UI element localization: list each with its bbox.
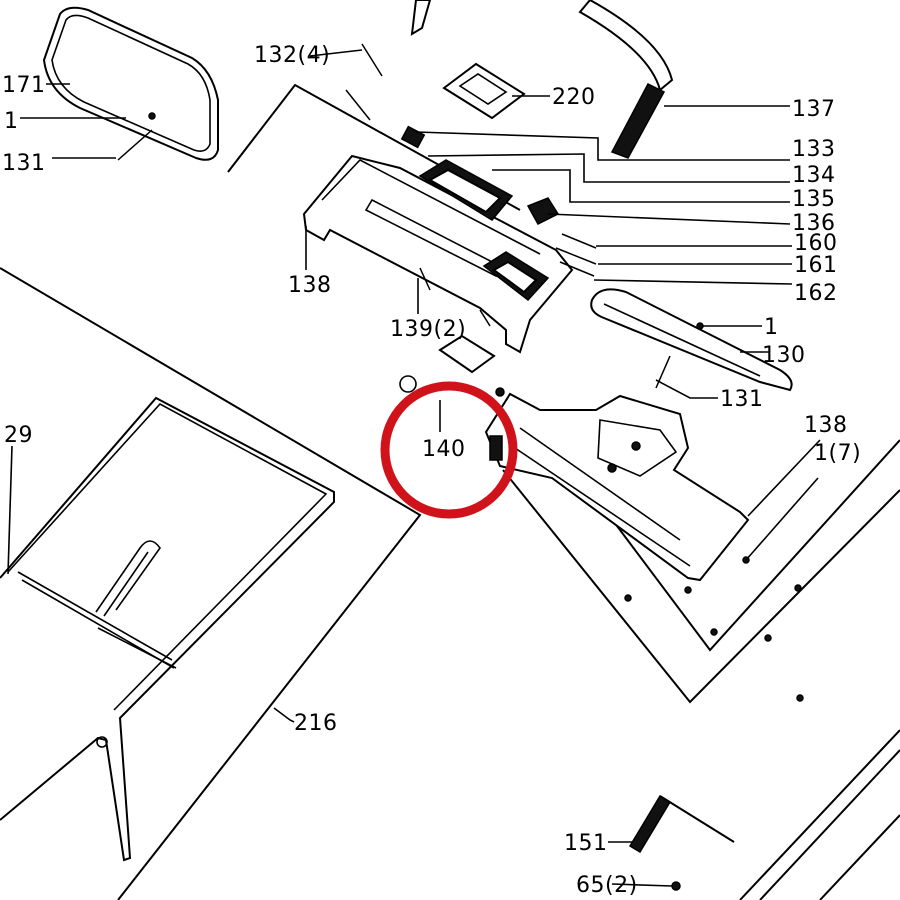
label-130: 130	[762, 343, 806, 368]
label-135: 135	[792, 187, 836, 212]
label-133: 133	[792, 137, 836, 162]
part-171-panel	[42, 6, 219, 161]
label-1-mid: 1	[764, 315, 779, 340]
label-140: 140	[422, 437, 466, 462]
part-130-cover	[590, 288, 793, 392]
part-216-wireframe	[0, 396, 335, 862]
label-161: 161	[794, 253, 838, 278]
highlight-circle	[380, 381, 518, 519]
part-151-pin	[628, 794, 735, 891]
label-1-top: 1	[4, 109, 19, 134]
part-labels: 171 1 131 132(4) 220 137 133 134 135 136…	[2, 43, 861, 898]
label-138-left: 138	[288, 273, 332, 298]
label-134: 134	[792, 163, 836, 188]
label-139: 139(2)	[390, 317, 466, 342]
label-220: 220	[552, 85, 596, 110]
label-151: 151	[564, 831, 608, 856]
label-1-7: 1(7)	[814, 441, 861, 466]
lower-bracket	[399, 334, 750, 582]
frame-screws	[624, 556, 804, 702]
label-138-right: 138	[804, 413, 848, 438]
label-162: 162	[794, 281, 838, 306]
label-132: 132(4)	[254, 43, 330, 68]
screws-132	[345, 43, 383, 121]
label-29: 29	[4, 423, 33, 448]
label-160: 160	[794, 231, 838, 256]
part-220-card	[442, 62, 526, 120]
label-131-top: 131	[2, 151, 46, 176]
label-131-mid: 131	[720, 387, 764, 412]
label-137: 137	[792, 97, 836, 122]
label-171: 171	[2, 73, 46, 98]
label-65: 65(2)	[576, 873, 638, 898]
leader-lines	[7, 49, 821, 887]
label-136: 136	[792, 211, 836, 236]
console-body	[302, 125, 597, 354]
part-137-handle	[410, 0, 674, 159]
label-216: 216	[294, 711, 338, 736]
